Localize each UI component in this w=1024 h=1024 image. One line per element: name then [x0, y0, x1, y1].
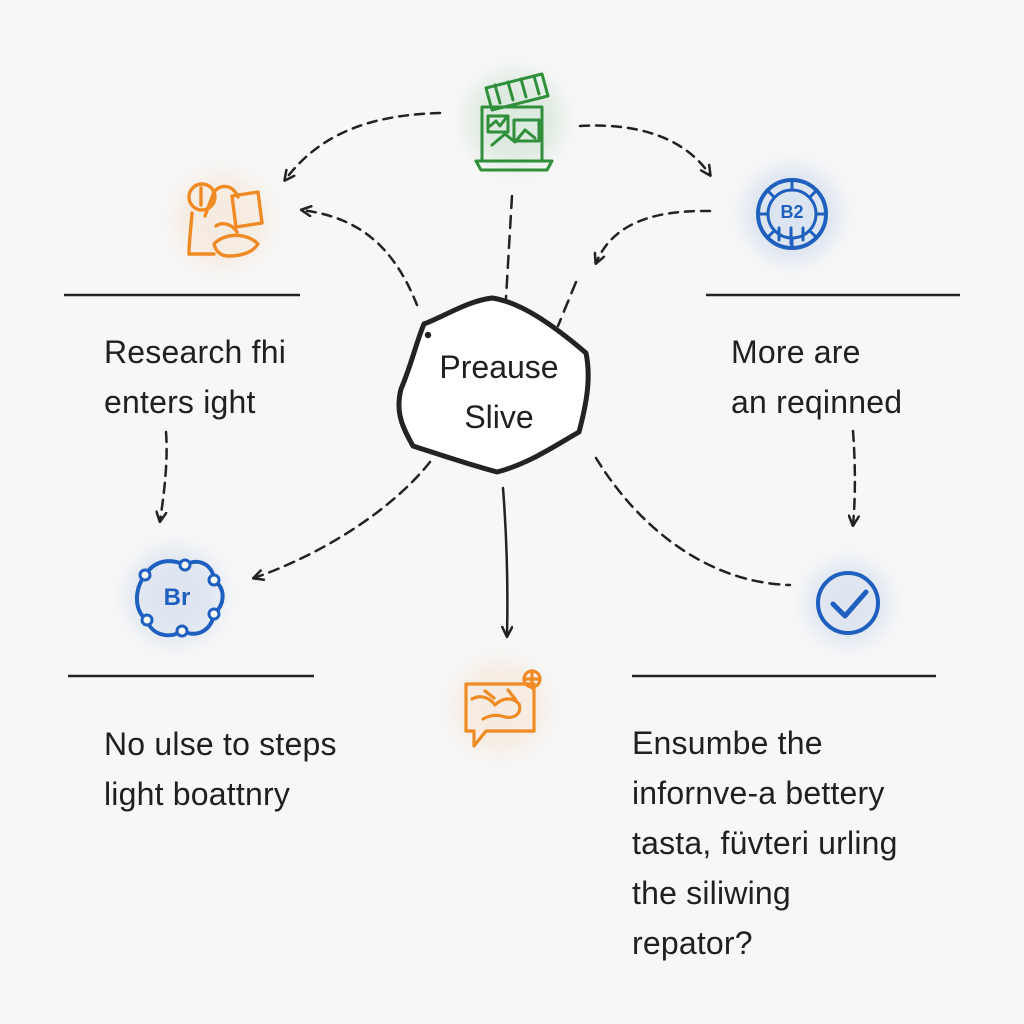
gear-network-icon: Br: [135, 558, 225, 638]
bottom-right-text: Ensumbe the infornve-a bettery tasta, fü…: [632, 718, 898, 968]
bottom-left-line-2: light boattnry: [104, 776, 291, 812]
bottom-right-line-2: infornve-a bettery: [632, 775, 885, 811]
center-node-shape: [396, 295, 591, 475]
connector-center-down: [503, 486, 507, 636]
center-node-dot: [424, 331, 432, 339]
bottom-left-text: No ulse to steps light boattnry: [104, 719, 337, 819]
connector-center-to-left-lower: [254, 460, 432, 578]
center-node-line-2: Slive: [464, 399, 534, 435]
dashboard-monitor-icon: [474, 72, 554, 172]
center-node-line-1: Preause: [439, 349, 559, 385]
center-node-label: Preause Slive: [430, 342, 568, 442]
glow-top-left: [175, 173, 269, 267]
gear-network-label: Br: [164, 584, 191, 611]
top-right-line-1: More are: [731, 334, 861, 370]
circuit-badge-icon: B2: [756, 178, 828, 250]
bottom-left-line-1: No ulse to steps: [104, 726, 337, 762]
connector-center-to-left-upper: [302, 210, 419, 307]
connector-center-to-right-lower: [594, 456, 792, 587]
bottom-right-line-4: the siliwing: [632, 875, 791, 911]
top-right-text: More are an reqinned: [731, 327, 902, 427]
check-circle-icon: [816, 571, 880, 635]
connector-right-text-down: [853, 429, 855, 525]
person-document-icon: [187, 182, 264, 258]
top-left-text: Research fhi enters ight: [104, 327, 286, 427]
top-right-line-2: an reqinned: [731, 384, 903, 420]
bottom-right-line-1: Ensumbe the: [632, 725, 823, 761]
bottom-right-line-5: repator?: [632, 925, 753, 961]
connector-top-right-vertical: [556, 280, 578, 328]
connector-top-vertical: [504, 194, 514, 300]
bottom-right-line-3: tasta, füvteri urling: [632, 825, 898, 861]
top-left-line-2: enters ight: [104, 384, 256, 420]
circuit-badge-label: B2: [780, 202, 803, 222]
connector-left-text-down: [160, 430, 168, 521]
map-location-icon: [464, 669, 542, 748]
connector-top-to-right: [578, 124, 710, 175]
connector-top-to-left: [285, 111, 442, 180]
top-left-line-1: Research fhi: [104, 334, 287, 370]
connector-right-to-center: [596, 209, 712, 263]
